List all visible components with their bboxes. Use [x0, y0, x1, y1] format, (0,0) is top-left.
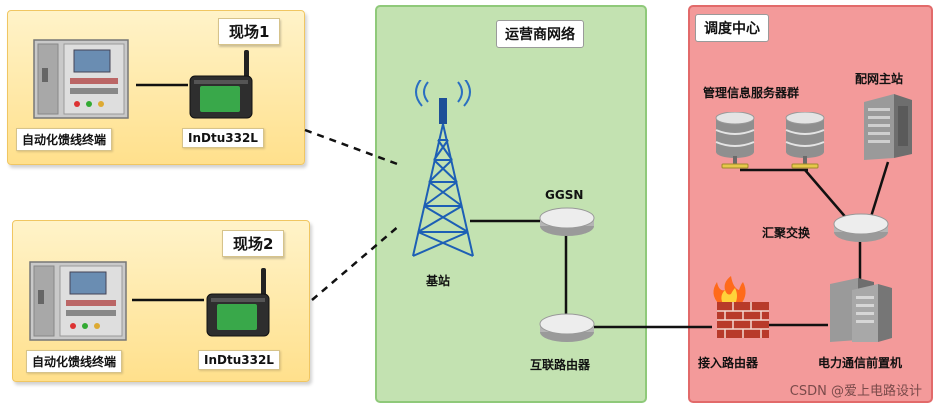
access-router-label: 接入路由器: [698, 356, 759, 370]
ggsn-router-icon: [539, 207, 595, 236]
carrier-network-title: 运营商网络: [496, 20, 584, 48]
site1-dtu-label: InDtu332L: [182, 128, 264, 148]
wireless-link-site2: [311, 224, 401, 301]
frontend-label: 电力通信前置机: [818, 356, 903, 370]
master-station-label: 配网主站: [855, 72, 904, 86]
watermark: CSDN @爱上电路设计: [789, 384, 922, 399]
site2-title: 现场2: [222, 230, 285, 257]
server-cluster-label: 管理信息服务器群: [703, 86, 800, 100]
frontend-server-icon: [830, 278, 892, 342]
carrier-network-panel: [375, 5, 647, 403]
site2-terminal-label: 自动化馈线终端: [26, 350, 123, 373]
site1-terminal-label: 自动化馈线终端: [16, 128, 113, 151]
dispatch-center-title: 调度中心: [695, 14, 769, 42]
firewall-icon: [713, 276, 769, 338]
link-master-switch: [868, 161, 890, 221]
site2-dtu-label: InDtu332L: [198, 350, 280, 370]
switch-label: 汇聚交换: [762, 226, 811, 240]
aggregation-switch-icon: [833, 213, 889, 242]
link-cluster-switch: [804, 169, 849, 221]
master-station-server-icon: [864, 94, 912, 160]
ggsn-label: GGSN: [545, 188, 584, 202]
feeder-terminal-cabinet-icon: [29, 261, 127, 341]
wireless-link-site1: [304, 128, 401, 167]
dtu-modem-icon: [206, 268, 270, 337]
interconnect-router-icon: [539, 313, 595, 342]
database-server-icon: [715, 112, 755, 169]
interconnect-router-label: 互联路由器: [530, 358, 591, 372]
dtu-modem-icon: [189, 50, 253, 119]
base-station-tower-icon: [412, 80, 474, 257]
feeder-terminal-cabinet-icon: [33, 39, 129, 119]
base-station-label: 基站: [426, 274, 451, 288]
site1-title: 现场1: [218, 18, 281, 45]
database-server-icon: [785, 112, 825, 169]
